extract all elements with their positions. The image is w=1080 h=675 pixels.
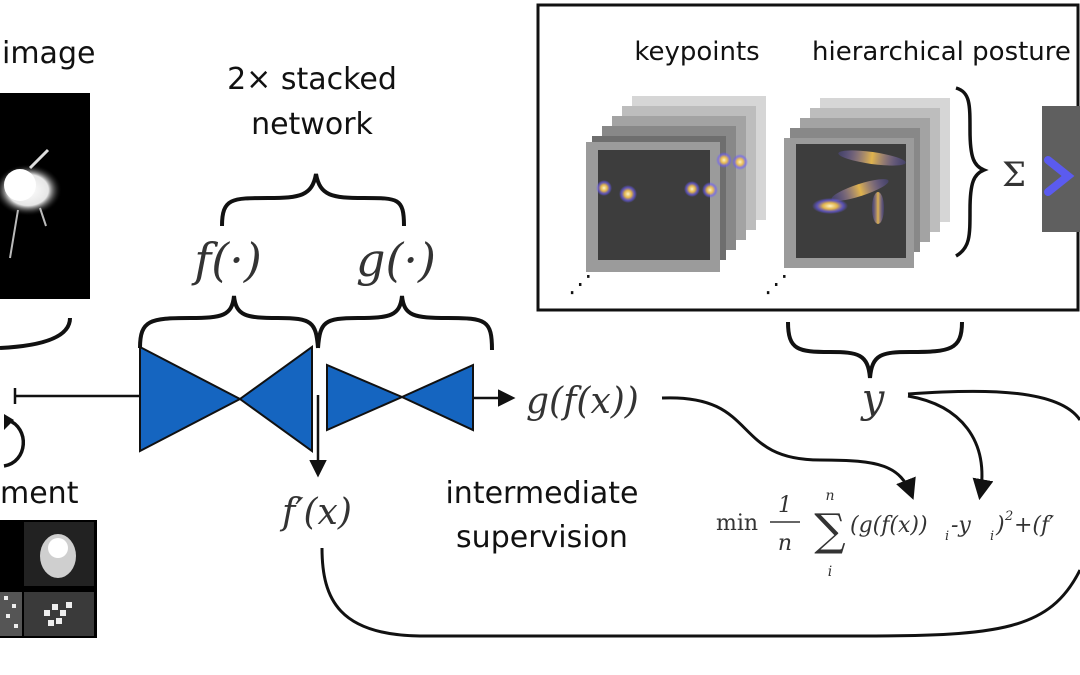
input-image bbox=[0, 93, 90, 299]
keypoint-heatmaps bbox=[586, 96, 766, 272]
fprime-label: f′(x) bbox=[279, 492, 352, 533]
gfx-label: g(f(x)) bbox=[526, 381, 639, 422]
posture-heatmaps bbox=[784, 98, 950, 268]
hierarchical-label: hierarchical posture bbox=[812, 37, 1071, 67]
keypoints-label: keypoints bbox=[634, 37, 759, 67]
gfx-to-loss-arrow bbox=[661, 396, 916, 500]
stacked-network-brace bbox=[220, 173, 406, 227]
loss-min: min bbox=[716, 511, 758, 536]
input-image-label: image bbox=[2, 36, 95, 71]
loss-frac-den: n bbox=[778, 531, 792, 556]
f-brace bbox=[138, 295, 320, 349]
f-function-label: f(·) bbox=[191, 233, 262, 287]
sum-brace bbox=[955, 86, 989, 258]
keypoints-ellipsis: ⋰ bbox=[568, 270, 592, 298]
g-brace bbox=[316, 295, 494, 351]
loss-frac-num: 1 bbox=[778, 493, 792, 518]
intermediate-label-1: intermediate bbox=[445, 476, 638, 511]
loss-sub-i: i bbox=[945, 529, 949, 544]
augmentation-grid bbox=[0, 520, 97, 638]
hourglass-network-f bbox=[139, 345, 313, 453]
loss-sup-2: 2 bbox=[1004, 509, 1013, 524]
posture-ellipsis: ⋰ bbox=[764, 270, 788, 298]
hourglass-network-g bbox=[326, 363, 474, 432]
y-to-loss-right-arrow bbox=[907, 389, 1080, 421]
loss-close: ) bbox=[995, 513, 1005, 538]
sigma-symbol: Σ bbox=[1002, 155, 1026, 195]
fprime-to-loss-arrow bbox=[320, 547, 1080, 638]
input-brace bbox=[0, 317, 72, 350]
loss-minus-y: -y bbox=[951, 513, 971, 538]
loss-sum-top: n bbox=[825, 488, 834, 504]
loss-plus-f: +(f′ bbox=[1014, 513, 1054, 538]
y-to-loss-arrow bbox=[907, 394, 994, 501]
loss-sub-i2: i bbox=[990, 529, 994, 544]
stacked-network-label-1: 2× stacked bbox=[227, 62, 397, 97]
g-function-label: g(·) bbox=[356, 233, 436, 287]
loss-sum-bottom: i bbox=[828, 564, 832, 580]
augmentation-label: ment bbox=[0, 476, 79, 511]
target-brace bbox=[786, 321, 964, 379]
augment-loop-arrow bbox=[3, 418, 25, 468]
loss-sum-symbol: ∑ bbox=[814, 505, 845, 556]
summed-heatmap bbox=[1042, 106, 1080, 232]
loss-body: (g(f(x)) bbox=[850, 513, 928, 538]
loss-formula: min 1 n n ∑ i (g(f(x)) i -y i ) 2 +(f′ bbox=[716, 488, 1054, 580]
y-label: y bbox=[860, 376, 886, 422]
intermediate-label-2: supervision bbox=[456, 520, 628, 555]
stacked-network-label-2: network bbox=[251, 107, 373, 142]
